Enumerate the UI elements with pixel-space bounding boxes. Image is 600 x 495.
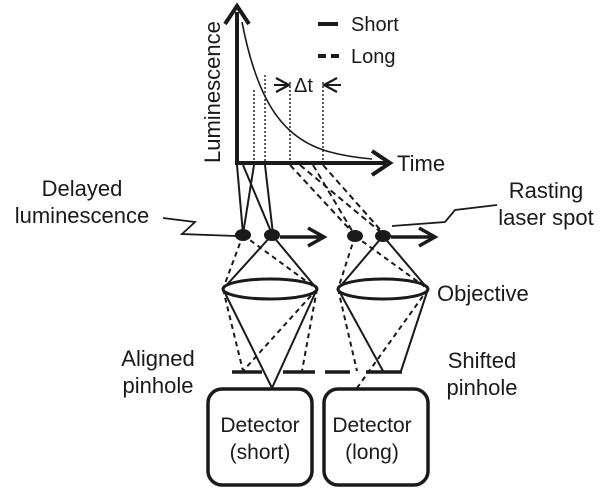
detector-long-line2: (long) [345, 441, 399, 464]
left-optics [221, 226, 328, 389]
objective-label: Objective [437, 281, 529, 306]
delta-t-label: Δt [294, 75, 313, 97]
detector-long-line1: Detector [332, 414, 411, 437]
aligned-label-line2: pinhole [123, 373, 194, 398]
rasting-label-line2: laser spot [498, 205, 593, 230]
left-dashed-cone-5 [301, 288, 318, 372]
short-beam-left-right [242, 164, 273, 235]
detector-long: Detector (long) [322, 387, 430, 487]
delayed-leader-line [162, 217, 237, 237]
left-solid-cone-3 [222, 288, 273, 389]
left-solid-cone-2 [271, 234, 318, 290]
x-axis-label: Time [397, 151, 445, 176]
right-dashed-cone-2 [354, 235, 429, 290]
aligned-label-line1: Aligned [121, 346, 194, 371]
right-objective-lens [336, 277, 430, 301]
left-scan-arrowhead [307, 226, 328, 248]
left-dashed-cone-3 [222, 288, 244, 372]
long-beam-left-2 [299, 164, 384, 235]
decay-curve [241, 21, 373, 160]
right-scan-arrowhead [418, 226, 439, 248]
right-dashed-cone-1 [337, 235, 356, 290]
left-solid-cone-1 [222, 234, 273, 290]
left-dashed-cone-1 [222, 234, 244, 290]
short-beam-left [236, 164, 244, 235]
short-beam-right-2 [242, 164, 255, 235]
detector-long-box [322, 387, 430, 487]
long-beam-right [322, 164, 385, 235]
y-axis-label: Luminescence [200, 21, 225, 163]
decay-graph: Luminescence Time Δt Short Long [200, 2, 445, 177]
left-solid-cone-4 [271, 288, 318, 389]
signal-beams [236, 164, 385, 235]
rasting-label-line1: Rasting [509, 178, 584, 203]
rasting-leader-line [391, 204, 498, 227]
right-solid-cone-3 [337, 288, 384, 372]
short-beam-right [264, 164, 274, 235]
y-axis-arrowhead [223, 2, 251, 26]
right-solid-cone-1 [337, 235, 384, 290]
left-dashed-cone-4 [242, 288, 318, 372]
detector-short: Detector (short) [206, 387, 314, 487]
right-solid-cone-2 [382, 235, 429, 290]
detector-short-box [206, 387, 314, 487]
legend-long-label: Long [351, 46, 396, 68]
shifted-label-line1: Shifted [448, 348, 517, 373]
long-beam-left [289, 164, 355, 235]
x-axis-arrowhead [370, 149, 394, 177]
legend-short-label: Short [351, 14, 399, 36]
right-optics [325, 226, 439, 389]
left-objective-lens [221, 277, 319, 301]
detector-short-line2: (short) [230, 441, 291, 464]
left-dashed-cone-2 [242, 234, 318, 290]
detector-short-line1: Detector [220, 414, 299, 437]
delayed-label-line2: luminescence [15, 203, 150, 228]
long-beam-right-2 [312, 164, 355, 235]
right-solid-cone-4 [400, 288, 429, 372]
right-dashed-cone-3 [337, 288, 358, 372]
shifted-label-line2: pinhole [447, 375, 518, 400]
delayed-label-line1: Delayed [42, 176, 123, 201]
